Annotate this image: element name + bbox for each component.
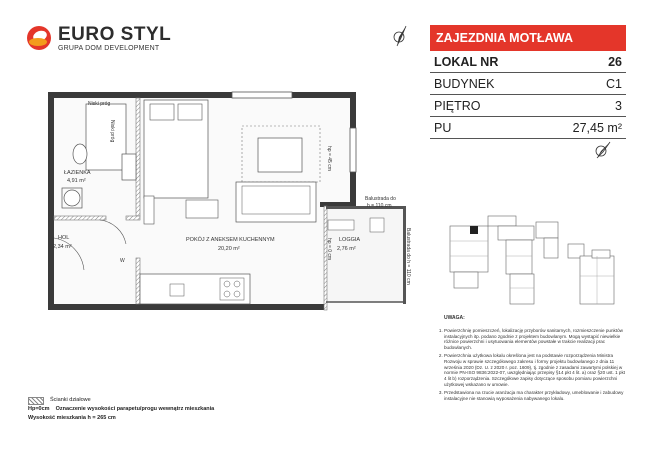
living-room-name: POKÓJ Z ANEKSEM KUCHENNYM — [186, 237, 275, 243]
hall-area: 2,34 m² — [53, 244, 72, 250]
info-row-budynek: BUDYNEK C1 — [430, 73, 626, 95]
legend-apartment-height: Wysokość mieszkania h = 265 cm — [28, 415, 116, 421]
apartment-info-panel: ZAJEZDNIA MOTŁAWA LOKAL NR 26 BUDYNEK C1… — [430, 25, 626, 139]
living-room-area: 20,20 m² — [218, 246, 240, 252]
compass-north-icon — [393, 25, 407, 47]
railing-label: Balustrada do — [365, 196, 396, 202]
low-threshold-label-2: Niski próg — [109, 120, 115, 143]
notes-section: UWAGA: Powierzchnię pomieszczeń, lokaliz… — [430, 315, 626, 403]
sill-height-label-2: hp = 0 cm — [326, 238, 332, 261]
notes-title: UWAGA: — [444, 315, 465, 321]
brand-logo-icon — [27, 26, 51, 50]
brand-name: EURO STYL — [58, 24, 172, 45]
sill-height-label-1: hp = 45 cm — [326, 146, 332, 171]
legend: Ścianki działowe Hp=0cm Oznaczenie wysok… — [28, 396, 214, 423]
low-threshold-label: Niski próg — [88, 101, 111, 107]
info-row-lokal: LOKAL NR 26 — [430, 51, 626, 73]
building-key-plan — [449, 215, 615, 305]
floor-plan — [48, 91, 406, 311]
brand-subtitle: GRUPA DOM DEVELOPMENT — [58, 45, 160, 52]
info-row-pietro: PIĘTRO 3 — [430, 95, 626, 117]
bathroom-area: 4,91 m² — [67, 178, 86, 184]
legend-partition-walls: Ścianki działowe — [28, 396, 214, 405]
info-row-pu: PU 27,45 m² — [430, 117, 626, 139]
note-item: Powierzchnia użytkowa lokalu określona j… — [444, 353, 626, 388]
investment-title: ZAJEZDNIA MOTŁAWA — [430, 25, 626, 51]
highlighted-unit — [470, 226, 478, 234]
compass-north-icon-small — [595, 141, 611, 159]
note-item: Powierzchnię pomieszczeń, lokalizację pr… — [444, 328, 626, 351]
hatch-swatch-icon — [28, 396, 44, 405]
hall-name: HOL — [58, 235, 70, 241]
railing-height: h = 110 cm — [367, 203, 392, 209]
legend-sill-height: Hp=0cm Oznaczenie wysokości parapetu/pro… — [28, 406, 215, 412]
w-marker: W — [120, 258, 125, 264]
bathroom-name: ŁAZIENKA — [64, 170, 91, 176]
loggia-name: LOGGIA — [339, 237, 361, 243]
note-item: Przedstawiona na rzucie aranżacja ma cha… — [444, 390, 626, 402]
railing-label-2: Balustrada do h = 110 cm — [405, 228, 411, 285]
loggia-area: 2,76 m² — [337, 246, 356, 252]
